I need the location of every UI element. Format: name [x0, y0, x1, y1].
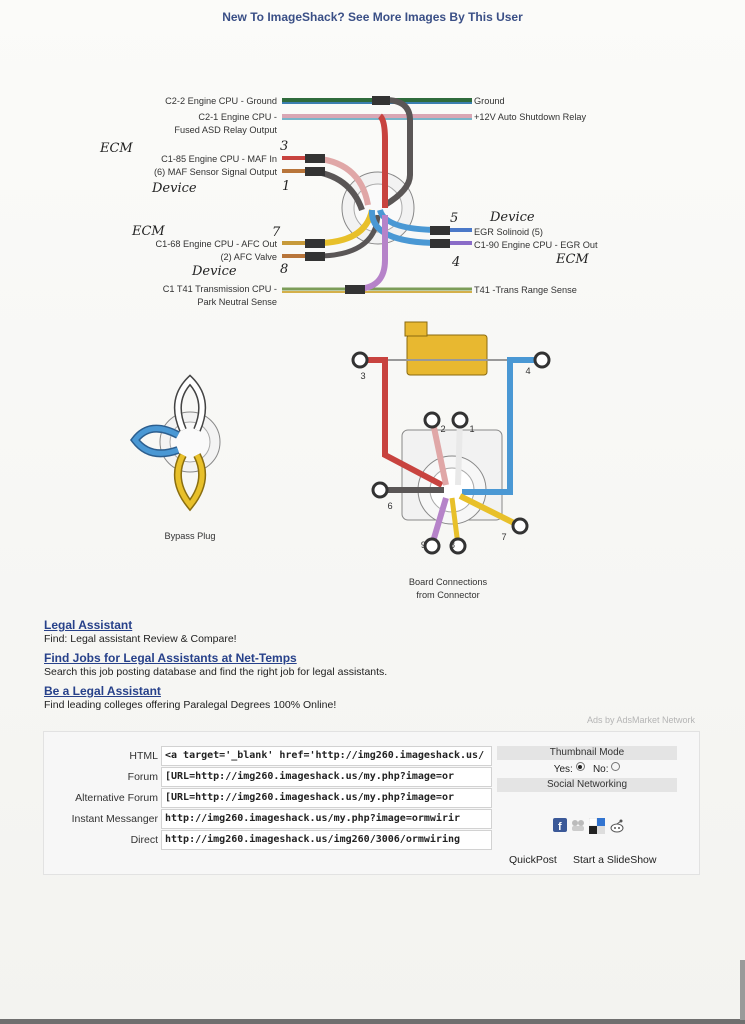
share-row-label: HTML	[129, 750, 158, 762]
yes-label: Yes:	[553, 764, 573, 775]
myspace-icon[interactable]	[571, 818, 585, 832]
ads-by-network[interactable]: Ads by AdsMarket Network	[586, 715, 695, 725]
note-3: 3	[280, 139, 288, 154]
board-caption-line-1: Board Connections	[409, 577, 488, 587]
share-row-label: Direct	[130, 834, 158, 846]
bypass-plug	[129, 374, 221, 512]
ad-title-link[interactable]: Legal Assistant	[44, 618, 133, 632]
social-icons: f	[553, 818, 633, 838]
pin-8: 8	[450, 540, 455, 550]
bypass-plug-caption: Bypass Plug	[164, 531, 215, 541]
label-c1-90: C1-90 Engine CPU - EGR Out	[474, 240, 598, 250]
share-row-label: Forum	[127, 771, 158, 783]
direct-link-field[interactable]: http://img260.imageshack.us/img260/3006/…	[161, 830, 492, 850]
label-maf-sensor: (6) MAF Sensor Signal Output	[154, 167, 278, 177]
ad-description: Find: Legal assistant Review & Compare!	[44, 633, 237, 645]
share-options: Thumbnail Mode Yes: No: Social Networkin…	[497, 746, 677, 866]
label-12v-asd: +12V Auto Shutdown Relay	[474, 112, 587, 122]
facebook-icon[interactable]: f	[553, 818, 567, 832]
no-radio[interactable]	[611, 762, 621, 771]
share-panel: HTML <a target='_blank' href='http://img…	[43, 731, 700, 875]
ad-item: Find Jobs for Legal Assistants at Net-Te…	[44, 650, 704, 679]
share-row-alt-forum: Alternative Forum [URL=http://img260.ima…	[44, 788, 492, 808]
ad-item: Legal Assistant Find: Legal assistant Re…	[44, 617, 704, 646]
ad-description: Find leading colleges offering Paralegal…	[44, 699, 337, 711]
share-row-html: HTML <a target='_blank' href='http://img…	[44, 746, 492, 766]
note-7: 7	[272, 225, 281, 240]
scan-edge-bottom	[0, 1019, 745, 1024]
label-egr-solenoid: EGR Solinoid (5)	[474, 227, 543, 237]
label-c2-1: C2-1 Engine CPU -	[198, 112, 277, 122]
label-fused-asd: Fused ASD Relay Output	[174, 125, 277, 135]
note-1: 1	[282, 179, 290, 194]
pin-9: 9	[421, 540, 426, 550]
ad-item: Be a Legal Assistant Find leading colleg…	[44, 683, 704, 712]
label-park-neutral: Park Neutral Sense	[197, 297, 277, 307]
ad-title-link[interactable]: Find Jobs for Legal Assistants at Net-Te…	[44, 651, 297, 665]
note-ecm-2: ECM	[131, 224, 165, 239]
share-row-forum: Forum [URL=http://img260.imageshack.us/m…	[44, 767, 492, 787]
note-device-3: Device	[489, 210, 535, 225]
scan-edge-right	[740, 960, 745, 1020]
social-networking-heading: Social Networking	[497, 778, 677, 792]
pin-3: 3	[360, 371, 365, 381]
note-device-1: Device	[151, 181, 197, 196]
html-code-field[interactable]: <a target='_blank' href='http://img260.i…	[161, 746, 492, 766]
share-row-label: Alternative Forum	[75, 792, 158, 804]
thumbnail-toggle: Yes: No:	[497, 760, 677, 778]
harness-wires	[282, 96, 472, 294]
label-c2-2-ground: C2-2 Engine CPU - Ground	[165, 96, 277, 106]
label-afc-valve: (2) AFC Valve	[220, 252, 277, 262]
label-c1-t41: C1 T41 Transmission CPU -	[163, 284, 277, 294]
wiring-diagram: C2-2 Engine CPU - Ground C2-1 Engine CPU…	[99, 96, 598, 600]
label-t41-trans: T41 -Trans Range Sense	[474, 285, 577, 295]
note-8: 8	[280, 262, 288, 277]
share-row-direct: Direct http://img260.imageshack.us/img26…	[44, 830, 492, 850]
quickpost-link[interactable]: QuickPost	[509, 854, 557, 866]
ad-title-link[interactable]: Be a Legal Assistant	[44, 684, 161, 698]
alt-forum-code-field[interactable]: [URL=http://img260.imageshack.us/my.php?…	[161, 788, 492, 808]
note-4: 4	[451, 255, 460, 270]
see-more-images-link[interactable]: New To ImageShack? See More Images By Th…	[222, 10, 523, 24]
ad-description: Search this job posting database and fin…	[44, 666, 388, 678]
label-c1-85: C1-85 Engine CPU - MAF In	[161, 154, 277, 164]
note-ecm-1: ECM	[99, 141, 133, 156]
note-5: 5	[450, 211, 458, 226]
pin-1: 1	[469, 424, 474, 434]
yes-radio[interactable]	[575, 762, 585, 771]
label-ground: Ground	[474, 96, 505, 106]
share-row-im: Instant Messanger http://img260.imagesha…	[44, 809, 492, 829]
share-row-label: Instant Messanger	[71, 813, 158, 825]
reddit-icon[interactable]	[609, 818, 625, 834]
svg-text:f: f	[558, 821, 562, 832]
delicious-icon[interactable]	[589, 818, 605, 834]
note-ecm-3: ECM	[555, 252, 589, 267]
no-label: No:	[592, 764, 609, 775]
pin-6: 6	[387, 501, 392, 511]
thumbnail-mode-heading: Thumbnail Mode	[497, 746, 677, 760]
ad-list: Legal Assistant Find: Legal assistant Re…	[44, 617, 704, 716]
board-caption-line-2: from Connector	[416, 590, 479, 600]
board-connections	[351, 321, 551, 555]
label-c1-68: C1-68 Engine CPU - AFC Out	[155, 239, 277, 249]
slideshow-link[interactable]: Start a SlideShow	[573, 854, 657, 866]
pin-4: 4	[525, 366, 530, 376]
pin-2: 2	[440, 424, 445, 434]
pin-7: 7	[501, 532, 506, 542]
forum-code-field[interactable]: [URL=http://img260.imageshack.us/my.php?…	[161, 767, 492, 787]
note-device-2: Device	[191, 264, 237, 279]
im-link-field[interactable]: http://img260.imageshack.us/my.php?image…	[161, 809, 492, 829]
